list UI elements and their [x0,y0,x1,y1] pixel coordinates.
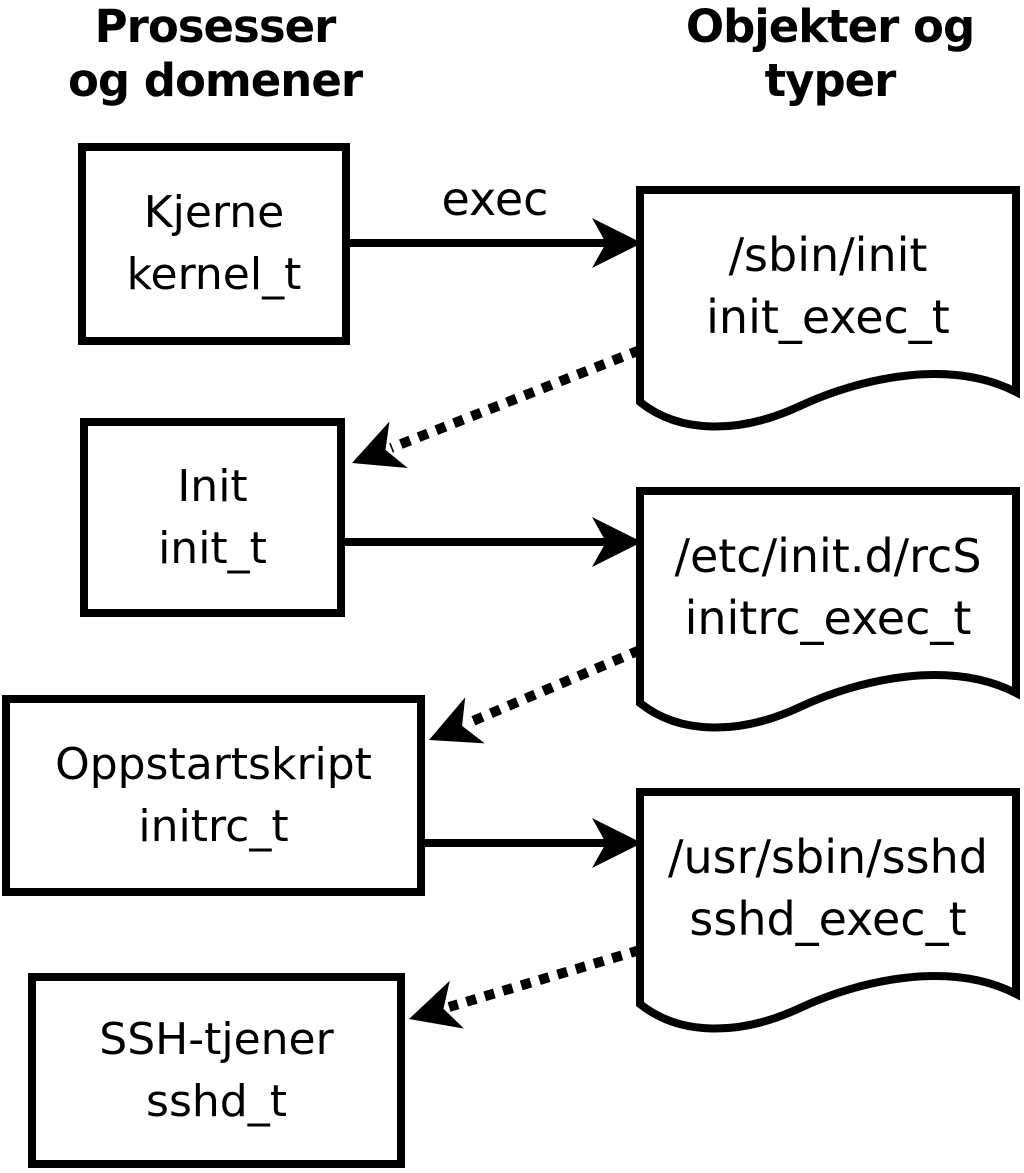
arrow-exec-initrc-to-sshd-exec [423,818,642,868]
object-doc-initrc-exec-label: /etc/init.d/rcS initrc_exec_t [648,497,1008,677]
arrow-transition-sshd-exec-to-sshd [409,945,642,1029]
column-header-processes-line1: Prosesser [94,0,337,53]
column-header-objects-line1: Objekter og [685,0,975,53]
arrow-exec-init-to-initrc-exec [343,517,642,567]
object-doc-sshd-exec-label: /usr/sbin/sshd sshd_exec_t [648,798,1008,978]
object-path: /etc/init.d/rcS [674,529,982,583]
column-header-processes: Prosesser og domener [35,0,395,108]
exec-arrow-label: exec [441,172,549,226]
process-domain: init_t [158,522,267,574]
process-name: Kjerne [143,187,285,238]
arrow-transition-initrc-exec-to-initrc [429,645,642,744]
column-header-objects-line2: typer [764,54,897,107]
process-box-initrc: Oppstartskript initrc_t [2,695,425,896]
process-box-init: Init init_t [80,418,345,617]
process-name: SSH-tjener [99,1013,334,1065]
object-type: initrc_exec_t [684,591,972,645]
object-path: /sbin/init [728,228,928,282]
process-domain: kernel_t [126,249,302,300]
process-name: Oppstartskript [55,738,372,790]
process-domain: initrc_t [138,800,289,852]
object-path: /usr/sbin/sshd [668,830,988,884]
object-type: init_exec_t [706,290,950,344]
process-box-kernel: Kjerne kernel_t [78,143,350,345]
process-domain: sshd_t [146,1075,287,1127]
object-doc-init-exec-label: /sbin/init init_exec_t [648,196,1008,376]
process-box-sshd: SSH-tjener sshd_t [28,973,405,1168]
column-header-processes-line2: og domener [67,54,363,107]
arrow-transition-init-exec-to-init [352,345,642,469]
process-name: Init [177,460,248,512]
object-type: sshd_exec_t [689,892,967,946]
column-header-objects: Objekter og typer [650,0,1010,108]
